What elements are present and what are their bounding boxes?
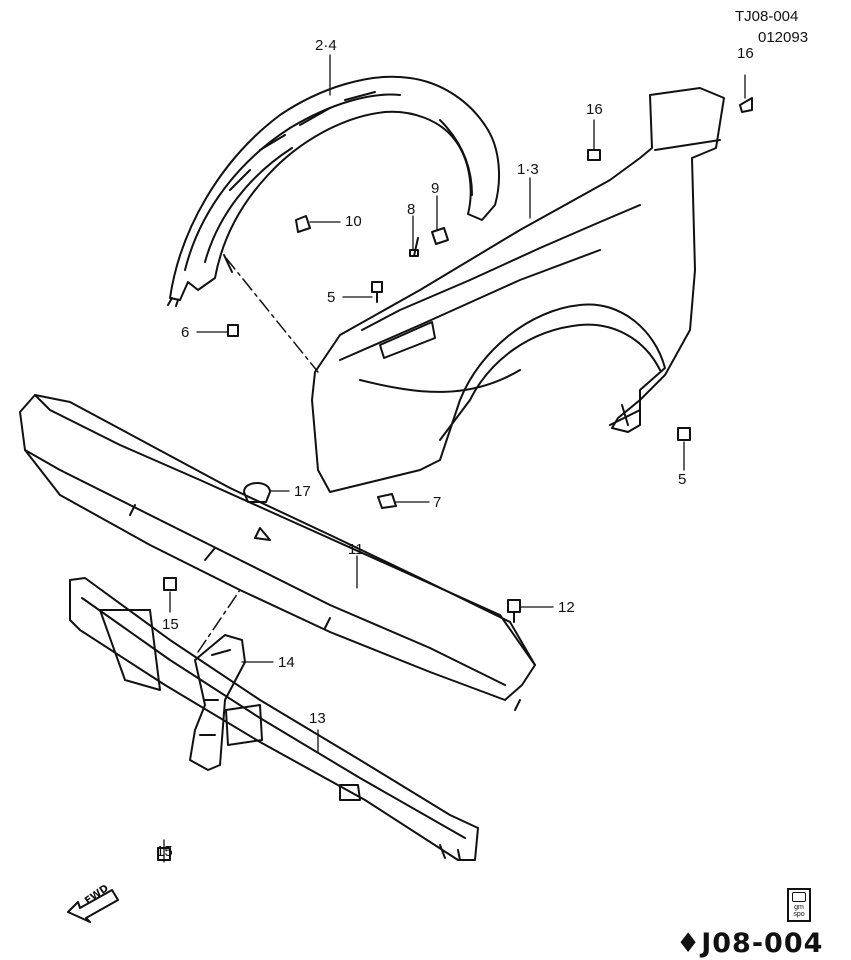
nut-6 [227,324,239,337]
clip-10 [295,215,311,233]
bolt-5-left [371,281,383,303]
date-code: 012093 [758,29,809,46]
bolt-5-right [677,427,691,441]
callout-2-4: 2·4 [315,37,337,54]
plug-17 [243,482,271,503]
gm-badge-line1: gm [794,904,804,911]
gm-badge-line2: spo [793,911,805,918]
callout-11: 11 [348,541,364,558]
callout-16-top: 16 [737,45,754,62]
lower-support-member [69,577,479,861]
gm-spo-badge: gm spo [787,888,811,922]
diagram-id: TJ08-004 [735,8,799,25]
fasteners [157,97,753,861]
callout-10: 10 [345,213,362,230]
bolt-15-upper [163,577,177,591]
brace [189,589,263,771]
footer-code-text: J08-004 [701,928,824,959]
callout-14: 14 [278,654,295,671]
bolt-12 [507,599,521,623]
fender-liner [167,75,500,307]
callout-15-lower: 15 [156,843,173,860]
fwd-arrow-icon [67,889,119,923]
diamond-symbol: ♦ [676,928,702,959]
bolt-15-lower [157,847,171,861]
screw-8 [409,237,419,257]
footer-code: ♦J08-004 [676,928,823,959]
callout-15-upper: 15 [162,616,179,633]
grommet-9 [431,227,449,245]
callout-1-3: 1·3 [517,161,539,178]
callout-16-mid: 16 [586,101,603,118]
callout-7: 7 [433,494,442,511]
callout-12: 12 [558,599,575,616]
callout-6: 6 [181,324,190,341]
gm-badge-emblem [792,892,806,902]
callout-13: 13 [309,710,326,727]
callout-5-left: 5 [327,289,336,306]
callout-17: 17 [294,483,311,500]
bolt-16-top [739,97,753,113]
callout-8: 8 [407,201,416,218]
leader-lines [163,54,746,863]
front-fender [225,87,725,493]
clip-7 [377,493,397,509]
callout-5-right: 5 [678,471,687,488]
bolt-16-mid [587,149,601,161]
callout-9: 9 [431,180,440,197]
